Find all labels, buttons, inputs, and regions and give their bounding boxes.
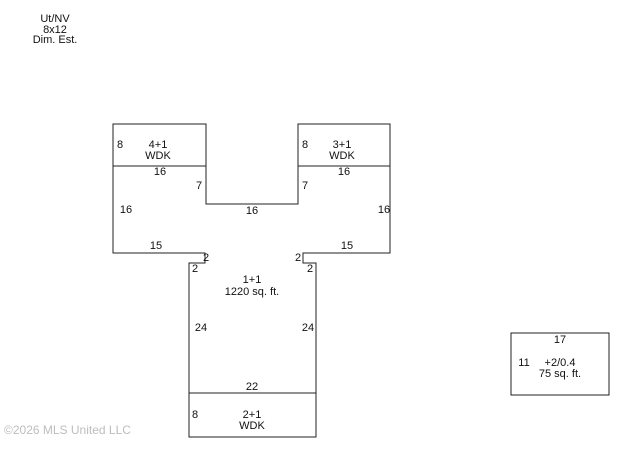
dim-body-left: 24: [195, 322, 207, 334]
outbuilding-area: 75 sq. ft.: [539, 368, 581, 380]
dim-right-wing-top: 16: [338, 166, 350, 178]
dim-right-wing-notch: 7: [302, 180, 308, 192]
dim-left-wing-side: 16: [120, 204, 132, 216]
deck-left-outline: [112, 123, 207, 167]
dim-step-right-top: 2: [295, 252, 301, 264]
dim-body-right: 24: [302, 322, 314, 334]
main-house-outline: [112, 165, 391, 438]
deck-left-name: 4+1: [149, 139, 168, 151]
dim-left-wing-top: 16: [154, 166, 166, 178]
dim-step-left-top: 2: [203, 252, 209, 264]
dim-step-left-side: 2: [192, 263, 198, 275]
deck-right-type: WDK: [329, 150, 355, 162]
outbuilding-name: +2/0.4: [545, 357, 576, 369]
deck-right-name: 3+1: [333, 139, 352, 151]
dim-center-gap: 16: [246, 205, 258, 217]
outbuilding-outline: [510, 332, 610, 396]
copyright-watermark: ©2026 MLS United LLC: [4, 423, 131, 437]
deck-right-dim-side: 8: [302, 139, 308, 151]
header-line-2: 8x12: [43, 24, 67, 36]
header-line-1: Ut/NV: [40, 13, 70, 25]
main-room-name: 1+1: [243, 274, 262, 286]
deck-bottom-name: 2+1: [243, 409, 262, 421]
dim-left-wing-bottom: 15: [150, 240, 162, 252]
dim-step-right-side: 2: [307, 263, 313, 275]
dim-body-bottom: 22: [246, 381, 258, 393]
main-room-area: 1220 sq. ft.: [225, 286, 279, 298]
header-line-3: Dim. Est.: [33, 34, 78, 46]
deck-bottom-dim-side: 8: [192, 409, 198, 421]
deck-left-type: WDK: [145, 150, 171, 162]
deck-left-dim-side: 8: [117, 139, 123, 151]
deck-bottom-type: WDK: [239, 420, 265, 432]
outbuilding-dim-side: 11: [518, 357, 529, 369]
dim-left-wing-notch: 7: [196, 180, 202, 192]
dim-right-wing-side: 16: [378, 204, 390, 216]
outbuilding-dim-top: 17: [554, 334, 566, 346]
dim-right-wing-bottom: 15: [341, 240, 353, 252]
